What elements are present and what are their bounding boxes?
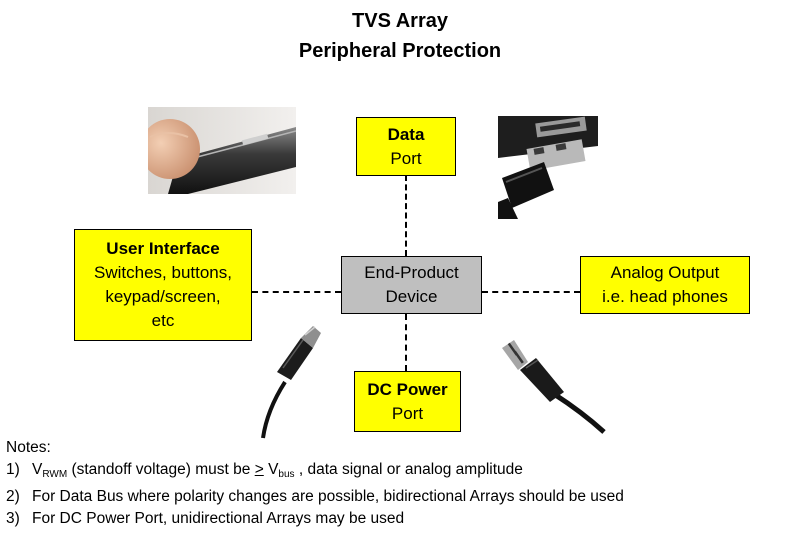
connector-device-to-dcpower: [405, 314, 407, 371]
notes-section: Notes: 1)VRWM (standoff voltage) must be…: [6, 437, 624, 530]
data-port-head: Data: [387, 124, 425, 144]
data-port-box: Data Port: [356, 117, 456, 176]
audio-jack-plug-photo: [492, 340, 610, 435]
analog-output-line-2: i.e. head phones: [602, 287, 728, 306]
data-port-sub: Port: [390, 148, 422, 168]
note-2-text: For Data Bus where polarity changes are …: [32, 488, 624, 505]
note-1-text-b: , data signal or analog amplitude: [294, 461, 523, 478]
end-product-line-1: End-Product: [364, 263, 459, 282]
analog-output-line-1: Analog Output: [610, 263, 720, 282]
finger-button-photo: [148, 107, 296, 194]
notes-heading: Notes:: [6, 439, 51, 456]
dc-power-head: DC Power: [367, 379, 448, 399]
dc-power-port-box: DC Power Port: [354, 371, 461, 432]
user-interface-head: User Interface: [106, 239, 220, 258]
user-interface-line-1: Switches, buttons,: [94, 263, 232, 282]
note-1: 1)VRWM (standoff voltage) must be > Vbus…: [6, 459, 624, 486]
analog-output-box: Analog Output i.e. head phones: [580, 256, 750, 314]
title-line-2: Peripheral Protection: [298, 40, 502, 62]
connector-device-to-analog: [482, 291, 580, 293]
note-1-vbus-symbol: V: [263, 461, 279, 478]
note-3: 3) For DC Power Port, unidirectional Arra…: [6, 508, 624, 530]
note-1-bus-subscript: bus: [278, 469, 295, 480]
note-1-rwm-subscript: RWM: [42, 469, 68, 480]
note-1-ge-symbol: >: [254, 461, 264, 478]
dc-barrel-plug-photo: [255, 318, 327, 440]
usb-plug-photo: [498, 116, 598, 219]
user-interface-box: User Interface Switches, buttons, keypad…: [74, 229, 252, 341]
note-3-text: For DC Power Port, unidirectional Arrays…: [32, 510, 405, 527]
note-1-v-symbol: V: [32, 461, 43, 478]
note-3-number: 3): [6, 510, 20, 527]
note-2: 2) For Data Bus where polarity changes ar…: [6, 486, 624, 508]
connector-data-to-device: [405, 175, 407, 256]
connector-ui-to-device: [252, 291, 341, 293]
end-product-line-2: Device: [385, 287, 438, 306]
user-interface-line-3: etc: [151, 311, 175, 330]
end-product-device-box: End-Product Device: [341, 256, 482, 314]
title-line-1: TVS Array: [352, 10, 448, 32]
note-2-number: 2): [6, 488, 20, 505]
user-interface-line-2: keypad/screen,: [105, 287, 221, 306]
dc-power-sub: Port: [391, 403, 424, 423]
note-1-text-a: (standoff voltage) must be: [67, 461, 255, 478]
note-1-number: 1): [6, 461, 20, 478]
